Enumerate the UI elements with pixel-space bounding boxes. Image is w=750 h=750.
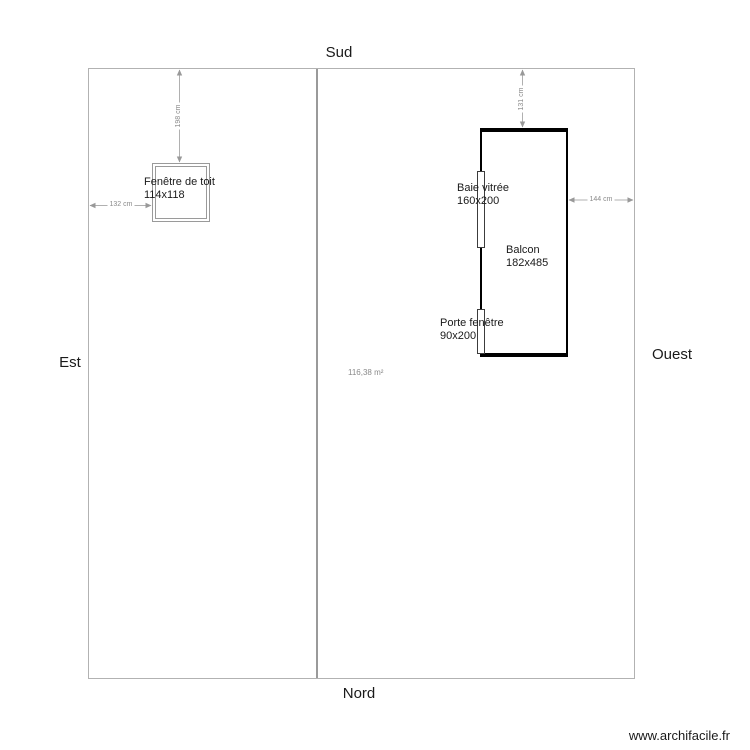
bay-window-label: Baie vitrée 160x200: [457, 182, 509, 207]
dimension-label-198cm: 198 cm: [175, 102, 183, 130]
dimension-label-132cm: 132 cm: [107, 201, 135, 209]
roof-window-symbol: [152, 163, 210, 222]
compass-east-label: Est: [59, 354, 81, 371]
bay-window-size: 160x200: [457, 194, 500, 207]
roof-window-name: Fenêtre de toit: [144, 176, 215, 188]
archifacile-watermark: www.archifacile.fr: [628, 728, 730, 743]
room-area-label: 116,38 m²: [348, 368, 384, 377]
roof-window-inner-frame: [155, 166, 207, 219]
french-door-size: 90x200: [440, 329, 477, 342]
roof-window-label: Fenêtre de toit 114x118: [144, 176, 215, 201]
bay-window-symbol: [477, 171, 485, 248]
french-door-symbol: [477, 309, 485, 354]
balcony-name: Balcon: [506, 244, 540, 256]
balcony-size: 182x485: [506, 256, 549, 269]
compass-north-label: Nord: [342, 685, 376, 702]
french-door-name: Porte fenêtre: [440, 317, 504, 329]
compass-west-label: Ouest: [651, 346, 693, 363]
compass-south-label: Sud: [325, 44, 353, 61]
french-door-label: Porte fenêtre 90x200: [440, 317, 504, 342]
dimension-label-144cm: 144 cm: [587, 196, 615, 204]
balcony-label: Balcon 182x485: [506, 244, 548, 269]
bay-window-name: Baie vitrée: [457, 182, 509, 194]
plan-divider-wall: [316, 69, 318, 678]
dimension-label-131cm: 131 cm: [518, 85, 526, 113]
roof-window-size: 114x118: [144, 188, 185, 201]
